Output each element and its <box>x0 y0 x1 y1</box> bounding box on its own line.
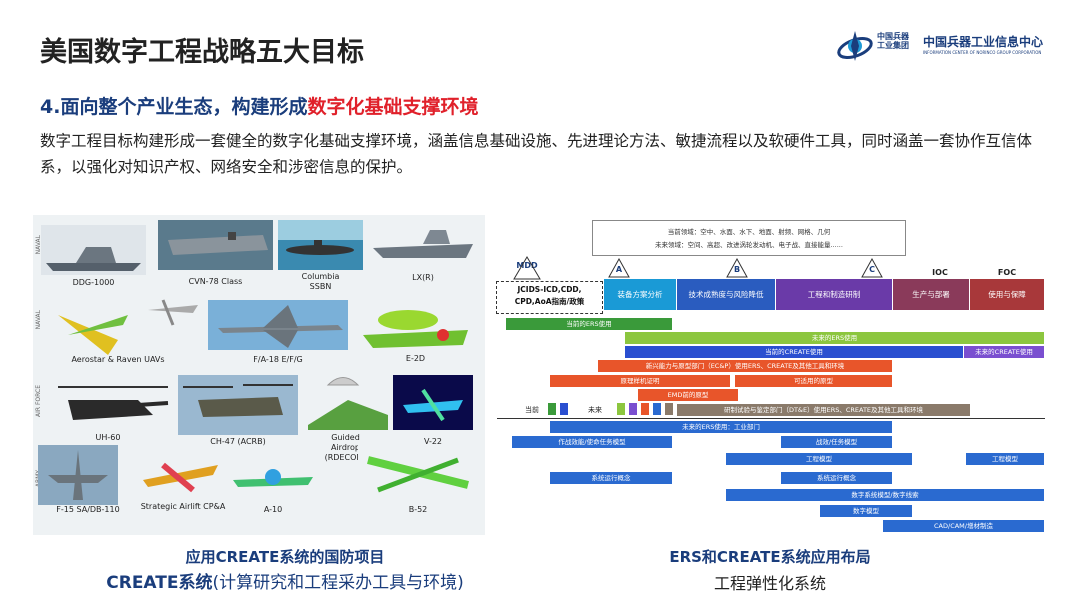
phase-technology-maturation: 技术成熟度与风险降低 <box>677 279 775 310</box>
bar-future-create: 未来的CREATE使用 <box>964 346 1044 358</box>
columbia-ssbn-image <box>278 220 363 270</box>
legend-swatch <box>560 403 568 415</box>
phase-emd: 工程和制造研制 <box>776 279 892 310</box>
program-caption: B-52 <box>408 505 428 514</box>
milestone-triangle-icon <box>513 256 541 280</box>
logo-short-name: 中国兵器工业集团 <box>877 32 909 50</box>
program-caption: Strategic Airlift CP&A <box>140 502 226 511</box>
cvn-78-image <box>158 220 273 270</box>
milestone-b: B <box>733 265 741 274</box>
program-caption: Guided Airdrop (RDECOM) <box>324 433 367 462</box>
slide-title: 美国数字工程战略五大目标 <box>40 37 364 68</box>
program-caption: A-10 <box>263 505 283 514</box>
uh-60-image <box>43 375 173 435</box>
program-caption: CH-47 (ACRB) <box>210 437 266 446</box>
bar-engineering-model: 工程模型 <box>726 453 912 465</box>
left-panel-caption-title: 应用CREATE系统的国防项目 <box>185 548 385 566</box>
legend-swatch <box>641 403 649 415</box>
aerostar-raven-uav-image <box>48 295 208 360</box>
bar-current-ers: 当前的ERS使用 <box>506 318 672 330</box>
left-panel-caption-subtitle: CREATE系统(计算研究和工程采办工具与环境) <box>106 573 464 593</box>
milestone-a: A <box>615 265 623 274</box>
subtitle-highlight: 数字化基础支撑环境 <box>307 96 479 118</box>
logo-english-name: INFORMATION CENTER OF NORINCO GROUP CORP… <box>923 50 1042 55</box>
row-label: AIR FORCE <box>35 385 42 417</box>
program-caption: UH-60 <box>95 433 121 442</box>
milestone-c: C <box>869 265 875 274</box>
program-caption: Aerostar & Raven UAVs <box>71 355 165 364</box>
domains-box: 当前领域：空中、水面、水下、地面、射频、网格、几何 未来领域：空间、高超、改进涡… <box>592 220 906 256</box>
bar-dte: 研制试验与鉴定部门（DT&E）使用ERS、CREATE及其他工具和环境 <box>677 404 970 416</box>
f-15-image <box>38 445 118 505</box>
bar-current-create: 当前的CREATE使用 <box>625 346 963 358</box>
program-caption: V-22 <box>423 437 443 446</box>
bar-applicable-prototype: 可适用的原型 <box>735 375 892 387</box>
legend-swatch <box>617 403 625 415</box>
future-domains: 未来领域：空间、高超、改进涡轮发动机、电子战、直接能量...... <box>655 241 843 249</box>
phase-materiel-solution-analysis: 装备方案分析 <box>604 279 676 310</box>
bar-digital-thread: 数字系统模型/数字线索 <box>726 489 1044 501</box>
right-panel-caption-title: ERS和CREATE系统应用布局 <box>669 548 871 566</box>
lxr-image <box>368 220 478 265</box>
milestone-triangle-icon <box>608 258 630 278</box>
strategic-airlift-image <box>133 445 223 500</box>
slide-subtitle: 4.面向整个产业生态，构建形成数字化基础支撑环境 <box>40 96 479 118</box>
bar-cad-cam: CAD/CAM/增材制造 <box>883 520 1044 532</box>
e-2d-image <box>353 300 478 355</box>
bar-digital-model: 数字模型 <box>820 505 912 517</box>
program-caption: CVN-78 Class <box>188 277 243 286</box>
fa-18-image <box>208 300 348 350</box>
bar-conops: 系统运行概念 <box>550 472 672 484</box>
milestone-triangle-icon <box>861 258 883 278</box>
legend-swatch <box>548 403 556 415</box>
bar-ecp: 新兴能力与原型部门（EC&P）使用ERS、CREATE及其他工具和环境 <box>598 360 892 372</box>
guided-airdrop-image <box>303 370 388 430</box>
current-domains: 当前领域：空中、水面、水下、地面、射频、网格、几何 <box>667 228 831 236</box>
logo-full-name: 中国兵器工业信息中心 <box>923 35 1044 49</box>
program-caption: LX(R) <box>412 273 434 282</box>
a-10-image <box>228 455 318 500</box>
bar-future-ers-industry: 未来的ERS使用：工业部门 <box>550 421 892 433</box>
legend-current: 当前 <box>525 406 539 414</box>
legend-swatch <box>665 403 673 415</box>
phase-production-deployment: 生产与部署 <box>893 279 969 310</box>
v-22-image <box>393 375 473 430</box>
milestone-ioc: IOC <box>932 268 948 277</box>
slide-description: 数字工程目标构建形成一套健全的数字化基础支撑环境，涵盖信息基础设施、先进理论方法… <box>40 132 1033 176</box>
bar-proof-of-concept: 原理样机证明 <box>550 375 730 387</box>
milestone-triangle-icon <box>726 258 748 278</box>
program-caption: F-15 SA/DB-110 <box>56 505 120 514</box>
legend-swatch <box>653 403 661 415</box>
defense-programs-collage: NAVAL NAVAL AIR FORCE ARMY DDG-1000 CVN-… <box>33 215 485 535</box>
program-caption: E-2D <box>405 354 426 363</box>
bar-engineering-model-2: 工程模型 <box>966 453 1044 465</box>
divider-line <box>497 418 1045 419</box>
row-label: NAVAL <box>35 310 42 330</box>
bar-pre-emd-prototype: EMD前的原型 <box>638 389 738 401</box>
mdd-requirements-box: JCIDS-ICD,CDD, CPD,AoA指南/政策 <box>496 281 603 314</box>
program-caption: DDG-1000 <box>72 278 115 287</box>
b-52-image <box>358 445 478 505</box>
phase-operations-support: 使用与保障 <box>970 279 1044 310</box>
milestone-foc: FOC <box>997 268 1017 277</box>
organization-logo: 中国兵器工业集团 中国兵器工业信息中心 INFORMATION CENTER O… <box>835 26 1050 68</box>
bar-future-ers: 未来的ERS使用 <box>625 332 1044 344</box>
bar-campaign-model: 战效/任务模型 <box>781 436 892 448</box>
legend-future: 未来 <box>588 406 602 414</box>
bar-mission-model: 作战效能/使命任务模型 <box>512 436 672 448</box>
ddg-1000-image <box>41 225 146 275</box>
program-caption: F/A-18 E/F/G <box>253 355 303 364</box>
bar-conops-2: 系统运行概念 <box>781 472 892 484</box>
right-panel-caption-subtitle: 工程弹性化系统 <box>713 574 826 593</box>
program-caption: Columbia SSBN <box>301 272 340 291</box>
legend-swatch <box>629 403 637 415</box>
logo-emblem-icon <box>837 31 873 61</box>
milestone-mdd: MDD <box>516 261 538 270</box>
ch-47-image <box>178 375 298 435</box>
